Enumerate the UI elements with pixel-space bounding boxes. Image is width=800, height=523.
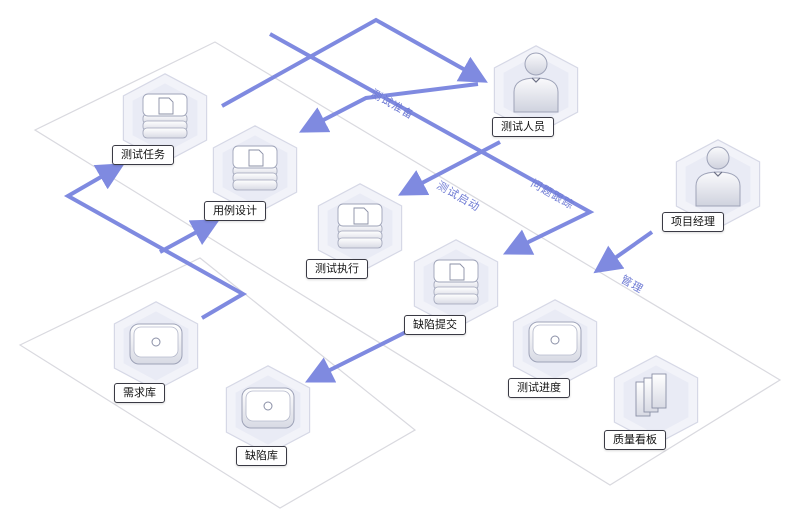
background-panels — [18, 41, 782, 509]
requirement-repo-icon — [113, 301, 199, 391]
flow-prepare — [299, 82, 479, 133]
defect-repo-icon — [225, 365, 311, 455]
flow-requirement-to-design — [159, 219, 220, 254]
node-label-defect-submit: 缺陷提交 — [404, 315, 466, 335]
node-label-tester: 测试人员 — [492, 117, 554, 137]
node-label-project-manager: 项目经理 — [662, 212, 724, 232]
test-task-icon — [122, 73, 208, 163]
lower-panel — [18, 257, 417, 509]
quality-board-icon — [613, 355, 699, 445]
flow-requirement-to-task — [63, 163, 248, 320]
node-label-defect-repo: 缺陷库 — [236, 446, 287, 466]
test-progress-icon — [512, 299, 598, 389]
tester-icon — [493, 45, 579, 135]
node-label-test-exec: 测试执行 — [306, 259, 368, 279]
node-label-test-task: 测试任务 — [112, 145, 174, 165]
flow-start — [398, 140, 501, 196]
project-manager-icon — [675, 139, 761, 229]
node-label-case-design: 用例设计 — [204, 201, 266, 221]
defect-submit-icon — [413, 239, 499, 329]
flow-defect-to-repo — [304, 328, 411, 383]
case-design-icon — [212, 125, 298, 215]
upper-panel — [33, 41, 782, 486]
node-label-quality-board: 质量看板 — [604, 430, 666, 450]
flow-lines — [63, 17, 654, 383]
flow-track — [269, 32, 595, 255]
node-label-test-progress: 测试进度 — [508, 378, 570, 398]
node-label-requirement-repo: 需求库 — [114, 383, 165, 403]
flow-task-to-tester — [221, 17, 488, 108]
flow-manage — [593, 230, 654, 274]
